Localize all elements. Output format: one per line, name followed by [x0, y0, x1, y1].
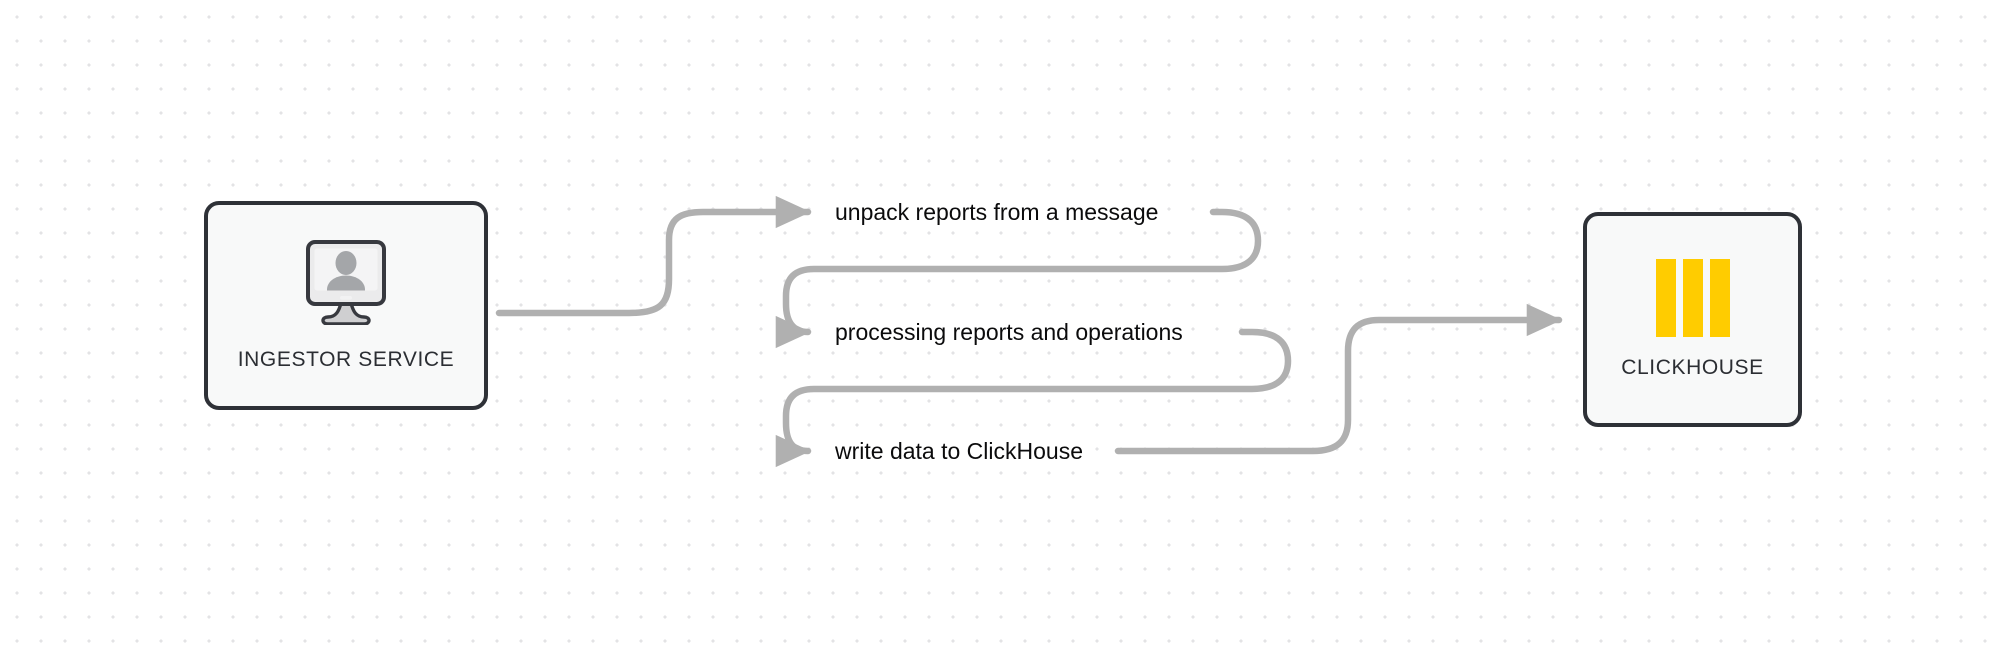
edge-label-processing: processing reports and operations — [828, 317, 1190, 347]
node-clickhouse[interactable]: CLICKHOUSE — [1583, 212, 1802, 427]
edge-label-write: write data to ClickHouse — [828, 436, 1090, 466]
node-ingestor-service-label: INGESTOR SERVICE — [237, 348, 455, 371]
clickhouse-bars-icon — [1648, 259, 1738, 342]
edge-path-write — [775, 328, 1292, 468]
edge-path-unpack — [495, 195, 812, 317]
edge-label-unpack: unpack reports from a message — [828, 197, 1166, 227]
monitor-user-icon — [298, 239, 394, 330]
edge-path-processing — [775, 208, 1262, 349]
node-ingestor-service[interactable]: INGESTOR SERVICE — [204, 201, 488, 410]
node-clickhouse-label: CLICKHOUSE — [1621, 356, 1764, 379]
